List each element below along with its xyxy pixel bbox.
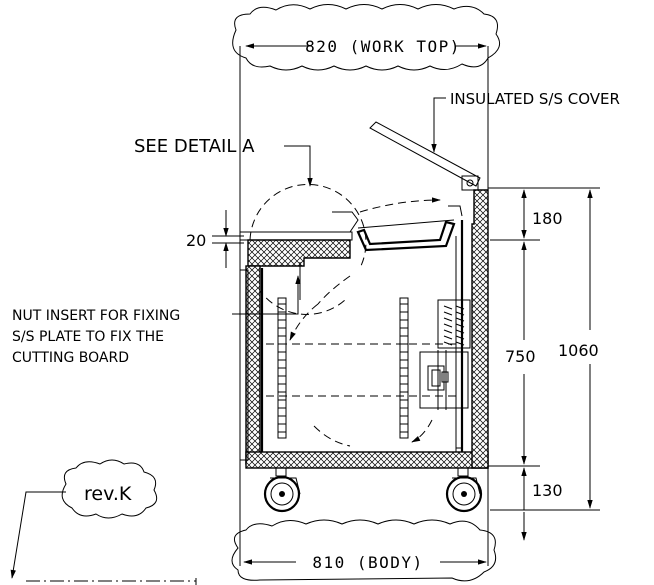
upper-dimension-label: 180 bbox=[532, 209, 563, 228]
revision-label: rev.K bbox=[84, 483, 132, 505]
nut-insert-line-3: CUTTING BOARD bbox=[12, 350, 129, 366]
insulated-lid bbox=[369, 121, 481, 191]
nut-insert-line-2: S/S PLATE TO FIX THE bbox=[12, 329, 164, 345]
castors bbox=[263, 467, 483, 513]
body-label: 810 (BODY) bbox=[312, 553, 423, 572]
front-castor bbox=[263, 467, 301, 513]
body-cloud bbox=[231, 519, 497, 582]
lower-dimension-label: 130 bbox=[532, 481, 563, 500]
detail-a-circle bbox=[249, 183, 367, 269]
airflow-arrows bbox=[289, 275, 433, 447]
top-thickness-label: 20 bbox=[186, 231, 206, 250]
nut-insert-callout: NUT INSERT FOR FIXING S/S PLATE TO FIX T… bbox=[12, 275, 301, 366]
cover-callout: INSULATED S/S COVER bbox=[431, 90, 620, 153]
cover-label: INSULATED S/S COVER bbox=[450, 90, 620, 108]
see-detail-label: SEE DETAIL A bbox=[134, 136, 255, 157]
revision-cloud bbox=[61, 459, 158, 519]
revision-callout: rev.K bbox=[10, 459, 197, 585]
gastronorm-pan bbox=[356, 197, 463, 252]
middle-dimension-label: 750 bbox=[505, 347, 536, 366]
top-thickness-dimension: 20 bbox=[186, 210, 244, 268]
detail-a-callout: SEE DETAIL A bbox=[134, 136, 367, 315]
work-top-cloud bbox=[232, 4, 501, 71]
shelf-ladders bbox=[266, 297, 456, 439]
body-dimension: 810 (BODY) bbox=[231, 460, 497, 582]
work-top-label: 820 (WORK TOP) bbox=[305, 37, 461, 56]
rear-castor bbox=[445, 467, 483, 513]
overall-dimension-label: 1060 bbox=[558, 341, 599, 360]
refrigeration-unit bbox=[419, 299, 471, 449]
nut-insert-line-1: NUT INSERT FOR FIXING bbox=[12, 308, 180, 324]
height-dimensions: 180 750 1060 130 bbox=[488, 187, 600, 541]
counter-body bbox=[239, 189, 489, 469]
work-top-dimension: 820 (WORK TOP) bbox=[232, 4, 501, 71]
